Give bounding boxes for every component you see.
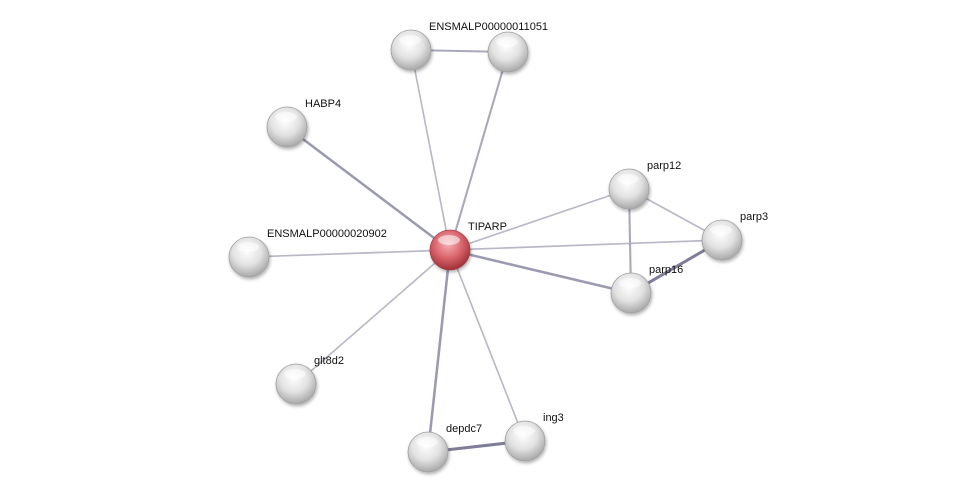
edge-TIPARP-ENSMALP00000020902[interactable]: [248, 249, 451, 258]
node-parp12[interactable]: parp12: [608, 160, 681, 210]
node-ENSMALP00000011051b[interactable]: [487, 31, 529, 73]
node-highlight: [619, 278, 641, 288]
node-parp3[interactable]: parp3: [701, 211, 768, 261]
node-highlight: [284, 369, 306, 379]
node-label: ENSMALP00000011051: [429, 21, 548, 33]
node-highlight: [399, 35, 421, 45]
node-label: glt8d2: [314, 355, 344, 367]
edge-TIPARP-depdc7[interactable]: [426, 249, 452, 453]
edge-TIPARP-ing3[interactable]: [449, 249, 526, 442]
edge-TIPARP-glt8d2[interactable]: [295, 249, 451, 385]
node-highlight: [275, 112, 297, 122]
node-ing3[interactable]: ing3: [504, 412, 564, 462]
node-ENSMALP00000020902[interactable]: ENSMALP00000020902: [228, 228, 387, 278]
node-label: ENSMALP00000020902: [267, 228, 387, 240]
node-ENSMALP00000011051[interactable]: ENSMALP00000011051: [390, 21, 548, 71]
edge-TIPARP-ENSMALP00000011051b[interactable]: [448, 51, 510, 251]
node-label: parp12: [647, 160, 681, 172]
node-highlight: [617, 174, 639, 184]
node-label: HABP4: [305, 98, 341, 110]
node-label: parp16: [649, 264, 683, 276]
node-label: ing3: [543, 412, 564, 424]
edge-TIPARP-HABP4[interactable]: [286, 125, 451, 252]
node-highlight: [416, 437, 438, 447]
edge-TIPARP-parp12[interactable]: [449, 188, 630, 251]
node-label: TIPARP: [468, 221, 507, 233]
node-highlight: [710, 225, 732, 235]
node-highlight: [237, 242, 259, 252]
node-parp16[interactable]: parp16: [610, 264, 683, 314]
edge-TIPARP-parp3[interactable]: [449, 239, 723, 251]
node-label: depdc7: [446, 423, 482, 435]
node-HABP4[interactable]: HABP4: [266, 98, 341, 148]
node-label: parp3: [740, 211, 768, 223]
node-glt8d2[interactable]: glt8d2: [275, 355, 344, 405]
node-highlight: [496, 37, 518, 47]
node-highlight: [438, 235, 460, 245]
edge-TIPARP-parp16[interactable]: [449, 248, 632, 295]
node-TIPARP[interactable]: TIPARP: [429, 221, 507, 271]
node-depdc7[interactable]: depdc7: [407, 423, 482, 473]
node-highlight: [513, 426, 535, 436]
edge-TIPARP-ENSMALP00000011051[interactable]: [410, 49, 451, 251]
